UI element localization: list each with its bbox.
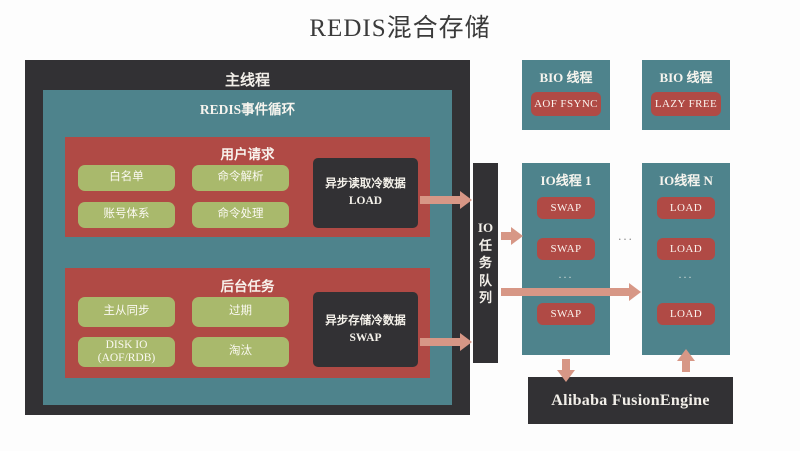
main-thread-label: 主线程 [224,73,270,89]
io-queue-char-1: 任 [478,237,492,253]
background-task-item-disk-io[interactable]: DISK IO (AOF/RDB) [78,337,175,367]
storage-engine-panel: Alibaba FusionEngine [528,377,733,424]
arrow-load-to-queue-icon [420,191,472,209]
event-loop-label: REDIS事件循环 [199,102,296,117]
async-swap-line2: SWAP [349,331,382,344]
user-request-item-whitelist[interactable]: 白名单 [78,165,175,191]
user-request-label: 用户请求 [220,147,275,162]
io-thread-1-task-1[interactable]: SWAP [537,197,595,219]
io-task-queue-panel: IO 任 务 队 列 [473,163,498,363]
disk-io-line1: DISK IO [105,338,148,351]
io-thread-1-task-2[interactable]: SWAP [537,238,595,260]
background-task-item-expire[interactable]: 过期 [192,297,289,327]
arrow-engine-to-io-thread-n-icon [677,349,695,372]
io-queue-char-3: 队 [478,272,492,288]
io-queue-char-2: 务 [478,255,492,271]
io-thread-1-task-3[interactable]: SWAP [537,303,595,325]
bio-thread-1-task-aof-fsync[interactable]: AOF FSYNC [531,92,601,116]
background-task-label: 后台任务 [220,279,275,294]
async-swap-line1: 异步存储冷数据 [325,314,406,327]
bio-thread-1-panel: BIO 线程 AOF FSYNC [522,60,610,130]
io-thread-1-panel: IO线程 1 SWAP SWAP ... SWAP [522,163,610,355]
async-swap-cold-data-box[interactable]: 异步存储冷数据 SWAP [313,292,418,367]
io-thread-n-label: IO线程 N [659,173,713,188]
io-thread-n-panel: IO线程 N LOAD LOAD ... LOAD [642,163,730,355]
async-load-cold-data-box[interactable]: 异步读取冷数据 LOAD [313,158,418,228]
io-queue-char-4: 列 [478,290,492,306]
io-thread-n-ellipsis: ... [678,267,694,281]
page-title: REDIS混合存储 [309,15,491,42]
bio-thread-2-task-lazy-free[interactable]: LAZY FREE [651,92,721,116]
user-request-item-command-process[interactable]: 命令处理 [192,202,289,228]
bio-thread-1-label: BIO 线程 [539,70,593,85]
background-task-item-eviction[interactable]: 淘汰 [192,337,289,367]
disk-io-line2: (AOF/RDB) [97,352,156,364]
bio-thread-2-label: BIO 线程 [659,70,713,85]
io-queue-char-0: IO [477,220,494,236]
io-thread-n-task-1[interactable]: LOAD [657,197,715,219]
arrow-queue-to-io-thread-n-icon [501,283,641,301]
io-thread-n-task-3[interactable]: LOAD [657,303,715,325]
io-threads-ellipsis: ... [618,228,634,243]
bio-thread-2-panel: BIO 线程 LAZY FREE [642,60,730,130]
async-load-line1: 异步读取冷数据 [325,178,406,191]
io-thread-n-task-2[interactable]: LOAD [657,238,715,260]
arrow-io-thread-1-to-engine-icon [557,359,575,382]
background-task-item-replication[interactable]: 主从同步 [78,297,175,327]
io-thread-1-ellipsis: ... [558,267,574,281]
user-request-item-account-system[interactable]: 账号体系 [78,202,175,228]
io-thread-1-label: IO线程 1 [540,173,592,188]
async-load-line2: LOAD [348,195,383,207]
user-request-item-command-parse[interactable]: 命令解析 [192,165,289,191]
arrow-swap-to-queue-icon [420,333,472,351]
arrow-queue-to-io-thread-1-icon [501,227,523,245]
